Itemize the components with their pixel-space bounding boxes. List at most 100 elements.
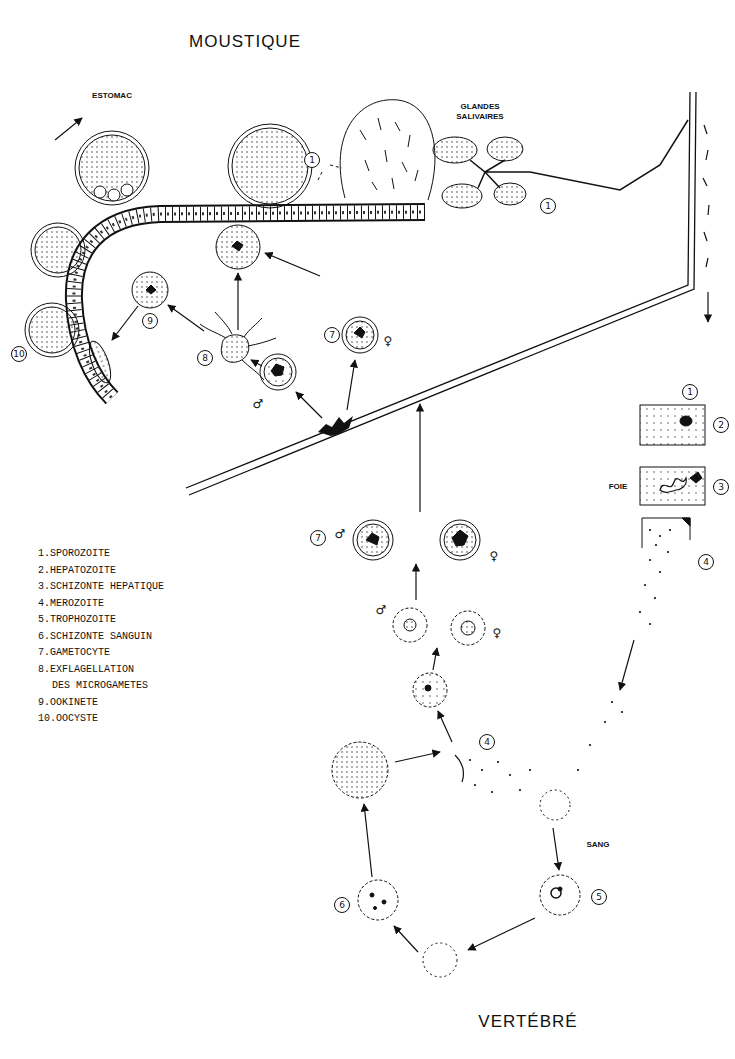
liver-cell [690,472,702,483]
merozoites [659,571,661,573]
callout-number: 7 [324,327,340,343]
callout-number: 1 [682,384,698,400]
oocyst [232,128,308,204]
merozoites [469,759,531,793]
stomach-wall [74,212,425,398]
blood-cell [382,900,386,904]
gametocyte [452,530,468,546]
sex-symbol: ♂ [376,604,387,617]
callout-number: 9 [142,313,158,329]
merozoites [497,761,499,763]
merozoites [667,551,669,553]
merozoites [604,721,606,723]
oocyst [228,124,312,208]
sex-symbol: ♀ [384,335,393,348]
liver-cell [640,405,705,445]
blood-cell [425,685,431,691]
arrow [265,253,320,276]
callout-number: 6 [334,897,350,913]
organ-label: FOIE [609,482,628,492]
merozoites [621,711,623,713]
legend-entry: 5.TROPHOZOITE [38,612,164,629]
liver-cell [680,416,692,426]
gametocyte [404,619,416,631]
oocyst [94,186,106,198]
gametocyte [354,327,365,338]
sporozoites [703,125,709,322]
sex-symbol: ♂ [253,398,264,411]
callout-number: 8 [197,350,213,366]
arrow [394,926,418,952]
arrow [438,711,452,742]
salivary-glands [487,137,523,161]
blood-cell [413,673,447,707]
gametocyte [393,608,427,642]
gametocyte [260,317,378,390]
legend-entry: 3.SCHIZONTE HEPATIQUE [38,579,164,596]
legend-entry: 8.EXFLAGELLATION DES MICROGAMETES [38,662,152,695]
salivary-glands [442,184,482,208]
gametocyte [342,317,378,353]
callout-number: 10 [11,346,27,362]
arrow [395,752,440,762]
blood-cell [332,673,580,977]
zygote [132,225,260,308]
gametocyte [353,520,393,560]
arrow [251,360,262,366]
blood-cell [370,893,374,897]
oocyst [25,124,312,357]
arrow [55,118,82,140]
oocyst [35,227,81,273]
merozoites [611,701,613,703]
merozoites [644,584,646,586]
gametocyte [264,358,292,386]
salivary-sac [340,100,435,200]
callout-number: 2 [713,417,729,433]
arrow [364,404,559,952]
gametocyte [260,354,296,390]
legend-entry: 1.SPOROZOITE [38,546,164,563]
merozoites [509,774,511,776]
gametocyte [461,621,475,635]
proboscis [186,92,690,488]
zygote [132,272,168,308]
callout-number: 7 [310,530,326,546]
gametocyte [357,524,389,556]
sex-symbol: ♀ [493,627,502,640]
callout-number: 4 [479,734,495,750]
merozoites [577,769,579,771]
arrow [620,640,634,690]
zygote [216,225,260,269]
organ-label: GLANDES SALIVAIRES [445,102,515,122]
legend-entry: 2.HEPATOZOITE [38,563,164,580]
liver-cell [682,518,690,526]
region-heading: VERTÉBRÉ [478,1012,577,1032]
merozoites [639,611,641,613]
gametocyte [440,520,480,560]
ookinete [85,339,115,386]
salivary-glands [433,120,688,208]
gametocyte [444,524,476,556]
legend-entry: 10.OOCYSTE [38,711,164,728]
salivary-sac [318,100,435,200]
oocyst [29,307,75,353]
sex-symbol: ♀ [490,550,499,563]
organ-label: SANG [586,840,609,850]
stomach-wall [74,212,425,398]
exflagellation [221,335,249,362]
proboscis [189,92,696,495]
oocyst [108,189,120,201]
salivary-sac [360,118,418,190]
blood-meal [318,416,353,436]
gametocyte [366,533,379,545]
merozoites [474,784,476,786]
legend-entry: 4.MEROZOITE [38,596,164,613]
legend: 1.SPOROZOITE2.HEPATOZOITE3.SCHIZONTE HEP… [38,546,164,728]
stomach-wall [74,212,425,398]
merozoites [654,597,656,599]
arrow [364,804,372,877]
legend-entry: 7.GAMETOCYTE [38,645,164,662]
merozoites [491,791,493,793]
